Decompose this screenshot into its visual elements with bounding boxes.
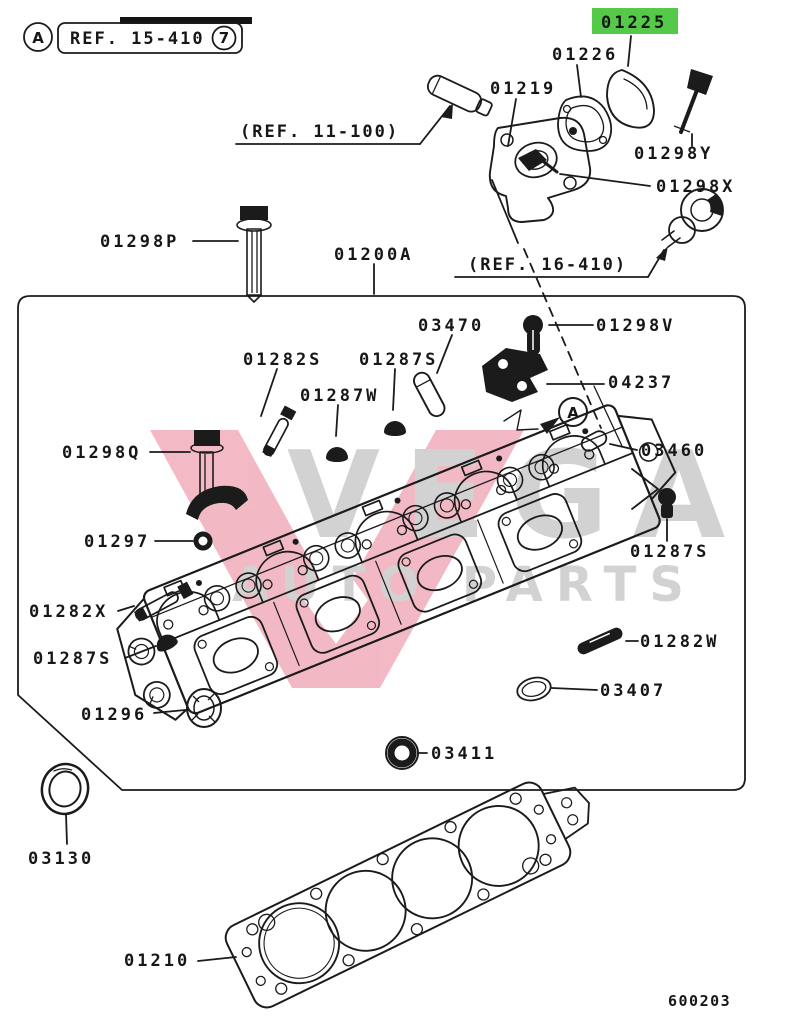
part-sketch-01296-seal xyxy=(186,688,222,728)
marker-a-circle xyxy=(23,22,53,52)
label-01298P: 01298P xyxy=(100,232,179,252)
label-03470: 03470 xyxy=(418,316,484,336)
part-sketch-01287S-right-bolt xyxy=(658,488,676,518)
assembly-box xyxy=(17,295,746,791)
label-01210: 01210 xyxy=(124,951,190,971)
part-sketch-01298V-bolt xyxy=(523,315,543,354)
label-01282W: 01282W xyxy=(640,632,719,652)
ref-box-number: 7 xyxy=(219,29,229,47)
header-reference: A REF. 15-410 7 xyxy=(23,17,252,54)
part-sketch-cam-sensor-support xyxy=(661,188,724,248)
label-01287W: 01287W xyxy=(300,386,379,406)
label-01298Q: 01298Q xyxy=(62,443,141,463)
part-sketch-01225-cover xyxy=(606,69,655,129)
label-01287S-left: 01287S xyxy=(33,649,112,669)
marker-a-label: A xyxy=(32,29,44,47)
part-sketch-01219-water-outlet xyxy=(488,116,592,223)
part-sketch-03470-stud xyxy=(413,371,446,418)
sheet-code: 600203 xyxy=(668,992,731,1010)
label-01298Y: 01298Y xyxy=(634,144,713,164)
label-01298X: 01298X xyxy=(656,177,735,197)
cylinder-head-drawing xyxy=(116,404,677,721)
part-sketch-01287W-cap xyxy=(326,447,348,462)
label-01296: 01296 xyxy=(81,705,147,725)
label-01287S-right: 01287S xyxy=(630,542,709,562)
label-01282X: 01282X xyxy=(29,602,108,622)
part-sketch-01297-bearing xyxy=(186,485,248,551)
label-01225[interactable]: 01225 xyxy=(601,13,667,33)
part-sketch-04237-bracket xyxy=(482,348,548,402)
head-gasket-drawing xyxy=(224,781,590,1009)
part-sketch-01298P-bolt xyxy=(236,206,272,303)
part-sketch-01298Y-bolt xyxy=(673,69,713,134)
part-sketch-01226-gasket xyxy=(557,95,613,152)
part-sketch-01287S-top-cap xyxy=(384,421,406,436)
label-01297: 01297 xyxy=(84,532,150,552)
ref-box xyxy=(57,22,243,54)
ref-11-100-label: (REF. 11-100) xyxy=(240,122,399,142)
label-03407: 03407 xyxy=(600,681,666,701)
leader-lines xyxy=(65,35,693,962)
part-sketch-03407-plug xyxy=(516,676,552,702)
part-sketch-03130-oring xyxy=(40,762,90,816)
part-sketch-ref11-fitting xyxy=(426,74,493,117)
callout-labels: (REF. 11-100) 01219 01226 01225 01298Y 0… xyxy=(28,8,735,1010)
label-01287S-top: 01287S xyxy=(359,350,438,370)
highlight-box[interactable] xyxy=(592,8,678,34)
ref11-arrowhead xyxy=(441,103,453,119)
part-sketch-01282X-stud xyxy=(133,581,194,622)
ref16-arrowhead xyxy=(656,246,668,261)
label-03130: 03130 xyxy=(28,849,94,869)
label-03411: 03411 xyxy=(431,744,497,764)
highlighted-part-01225[interactable]: 01225 xyxy=(592,8,678,34)
vega-logo-diamond xyxy=(304,556,368,644)
top-edge-mark xyxy=(120,17,252,24)
label-01298V: 01298V xyxy=(596,316,675,336)
part-sketch-01298X-bolt xyxy=(518,149,559,174)
label-01200A: 01200A xyxy=(334,245,413,265)
part-sketch-01282W-stud xyxy=(577,627,623,655)
ref-box-label: REF. 15-410 xyxy=(70,29,205,49)
ref-16-410-label: (REF. 16-410) xyxy=(468,255,627,275)
label-04237: 04237 xyxy=(608,373,674,393)
label-01219: 01219 xyxy=(490,79,556,99)
part-sketch-03411-oring xyxy=(385,736,419,770)
part-sketch-01282S-stud xyxy=(262,405,297,458)
label-01282S: 01282S xyxy=(243,350,322,370)
ref-box-number-circle xyxy=(211,25,237,51)
label-01226: 01226 xyxy=(552,45,618,65)
label-03460: 03460 xyxy=(641,441,707,461)
